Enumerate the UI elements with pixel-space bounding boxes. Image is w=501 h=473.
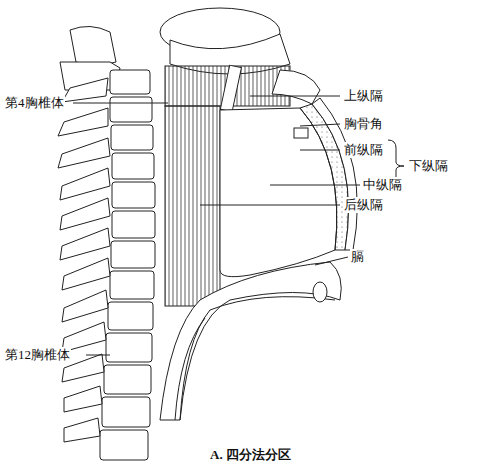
part-label: 膈: [350, 249, 365, 265]
posterior-region: [165, 106, 220, 306]
sternum-top: [272, 70, 320, 104]
clavicle-manubrium: [160, 8, 290, 74]
part-label: 第4胸椎体: [4, 95, 65, 111]
anterior-region: [300, 104, 349, 250]
part-label: 下纵隔: [408, 158, 449, 174]
trachea: [220, 65, 241, 112]
spine: [58, 26, 155, 460]
part-label: 前纵隔: [343, 142, 384, 158]
leader-lines: [73, 96, 404, 355]
part-label: 中纵隔: [362, 177, 403, 193]
diaphragm: [160, 262, 341, 420]
part-label: 后纵隔: [343, 197, 384, 213]
part-label: 胸骨角: [343, 116, 384, 132]
part-label: 上纵隔: [343, 88, 384, 104]
part-label: 第12胸椎体: [4, 347, 71, 363]
figure-caption: A. 四分法分区: [210, 446, 291, 464]
rib-cartilage: [294, 128, 308, 138]
